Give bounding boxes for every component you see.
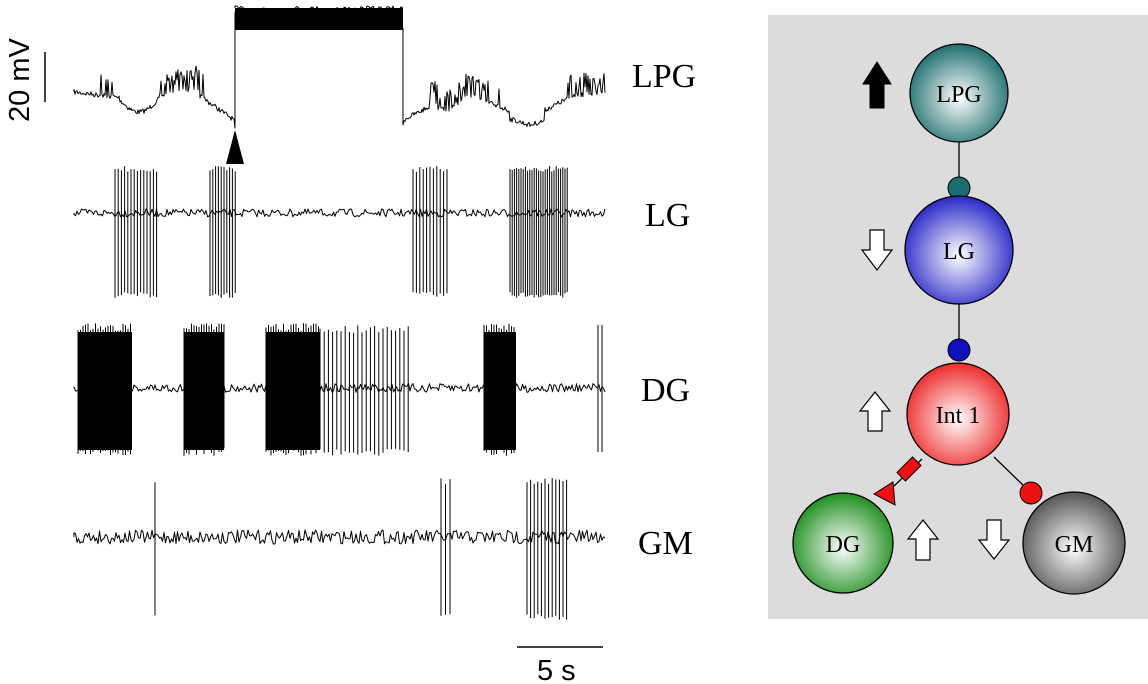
gm-activity-down-arrow-icon [977, 519, 1011, 560]
synapse-int1-to-gm [1019, 481, 1043, 505]
time-scale-label: 5 s [537, 655, 576, 684]
electrical-synapse-int1-dg [896, 456, 922, 482]
lg-trace [73, 166, 606, 298]
neuron-label-lpg: LPG [936, 82, 981, 108]
dg-trace [73, 323, 606, 456]
neuron-label-lg: LG [943, 239, 975, 265]
neuron-lg: LG [904, 195, 1014, 305]
gm-trace [73, 478, 606, 620]
neuron-label-int1: Int 1 [936, 403, 981, 429]
neuron-label-dg: DG [826, 532, 861, 558]
neuron-int1: Int 1 [906, 362, 1010, 466]
trace-label-lg: LG [645, 197, 690, 234]
lpg-activity-up-arrow-icon [862, 61, 892, 109]
excitatory-synapse-int1-to-dg-icon [872, 481, 896, 506]
stimulus-arrow-icon [226, 130, 244, 164]
connection-int1-gm [993, 456, 1026, 488]
neuron-dg: DG [792, 492, 894, 594]
trace-label-lpg: LPG [632, 58, 696, 95]
circuit-diagram: LPG LG Int 1 DG GM [768, 15, 1148, 619]
trace-label-dg: DG [641, 372, 690, 409]
neuron-lpg: LPG [909, 43, 1009, 143]
synapse-lg-to-int1 [947, 338, 971, 362]
int1-activity-up-arrow-icon [858, 391, 892, 432]
dg-activity-up-arrow-icon [906, 519, 940, 561]
lpg-trace [73, 5, 606, 129]
neuron-gm: GM [1022, 491, 1126, 595]
trace-label-gm: GM [638, 525, 693, 562]
neuron-label-gm: GM [1055, 532, 1094, 558]
voltage-scale-label: 20 mV [4, 38, 36, 122]
recording-traces: 20 mV 5 s LPG LG DG GM [4, 5, 696, 684]
lg-activity-down-arrow-icon [860, 229, 894, 271]
